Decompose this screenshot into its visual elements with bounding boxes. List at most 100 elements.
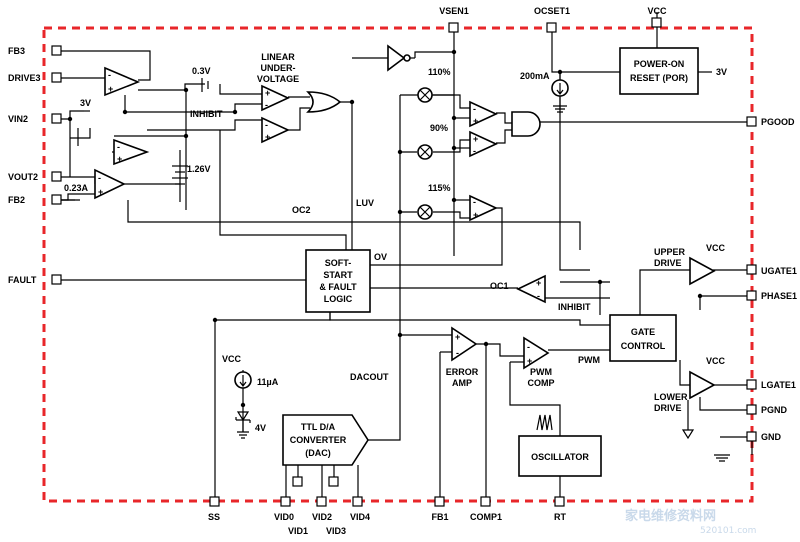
opamp-polarity-signs: - + - + - + + - - + - + + - - + + - + - … <box>98 70 541 366</box>
inverter-bubble <box>403 54 411 62</box>
luv-or-gate <box>306 91 342 113</box>
pin-vin2 <box>51 113 62 124</box>
pass-transistor <box>69 110 90 146</box>
label-oc1: OC1 <box>490 281 509 291</box>
pin-fb3 <box>51 45 62 56</box>
por-line1: POWER-ON <box>634 59 685 69</box>
label-luv: LUV <box>356 198 374 208</box>
sign: - <box>98 173 101 183</box>
sign: + <box>117 154 122 164</box>
uv-comparator-2 <box>261 116 290 144</box>
current-limit-amplifier <box>94 168 126 200</box>
ss-current-source <box>234 371 252 439</box>
label-110: 110% <box>428 67 451 77</box>
oc1-comparator <box>516 274 546 304</box>
junction-dots <box>67 49 703 408</box>
sign: - <box>117 142 120 152</box>
label-gnd: GND <box>761 432 782 442</box>
sign: - <box>265 120 268 130</box>
dac-block: TTL D/A CONVERTER (DAC) <box>282 414 369 466</box>
ss-line3: & FAULT <box>319 282 357 292</box>
sign: + <box>98 187 103 197</box>
pin-labels: FB3 DRIVE3 VIN2 VOUT2 FB2 FAULT VSEN1 OC… <box>8 6 797 536</box>
pin-lgate1 <box>746 379 757 390</box>
pwm-comparator <box>523 336 550 370</box>
pin-vcc <box>651 17 662 28</box>
dac-line1: TTL D/A <box>301 422 336 432</box>
battery-0p3v <box>201 78 209 92</box>
sign: + <box>473 116 478 126</box>
pgood-and-gate <box>511 111 541 137</box>
pin-vid0 <box>280 496 291 507</box>
label-fb1: FB1 <box>431 512 448 522</box>
label-upper: UPPER <box>654 247 686 257</box>
gc-line2: CONTROL <box>621 341 666 351</box>
label-upper-drive: DRIVE <box>654 258 682 268</box>
label-1p26v: 1.26V <box>187 164 211 174</box>
dac-line2: CONVERTER <box>290 435 347 445</box>
label-11ua: 11µA <box>257 377 279 387</box>
watermark: 家电维修资料网 520101.com <box>625 508 756 536</box>
label-fb3: FB3 <box>8 46 25 56</box>
internal-labels: LINEAR UNDER- VOLTAGE 0.3V INHIBIT 3V 1.… <box>64 52 727 433</box>
lower-driver <box>689 370 716 400</box>
upper-driver <box>689 256 716 286</box>
label-90: 90% <box>430 123 448 133</box>
label-vid3: VID3 <box>326 526 346 536</box>
label-drive3: DRIVE3 <box>8 73 41 83</box>
pgood-comparator-110 <box>469 100 498 128</box>
label-vcc-lower: VCC <box>706 356 726 366</box>
pin-fault <box>51 274 62 285</box>
label-0p23a: 0.23A <box>64 183 89 193</box>
label-pwm: PWM <box>578 355 600 365</box>
sign: - <box>108 70 111 80</box>
sign: - <box>473 197 476 207</box>
label-under: UNDER- <box>261 63 296 73</box>
pin-pgnd <box>746 404 757 415</box>
pin-vid4 <box>352 496 363 507</box>
softstart-block: SOFT- START & FAULT LOGIC <box>305 249 371 313</box>
por-line2: RESET (POR) <box>630 73 688 83</box>
pin-drive3 <box>51 72 62 83</box>
label-200ma: 200mA <box>520 71 550 81</box>
ss-line2: START <box>323 270 353 280</box>
current-source-200ma <box>551 79 569 113</box>
label-lower-drive: DRIVE <box>654 403 682 413</box>
pin-vsen1 <box>448 22 459 33</box>
label-fb2: FB2 <box>8 195 25 205</box>
pin-fb2 <box>51 194 62 205</box>
label-pgnd: PGND <box>761 405 788 415</box>
dac-line3: (DAC) <box>305 448 331 458</box>
sign: + <box>455 332 460 342</box>
pin-ocset1 <box>546 22 557 33</box>
sign: - <box>473 146 476 156</box>
label-oc2: OC2 <box>292 205 311 215</box>
label-lower: LOWER <box>654 392 688 402</box>
sign: - <box>456 348 459 358</box>
sign: - <box>527 342 530 352</box>
label-phase1: PHASE1 <box>761 291 797 301</box>
pgood-comparator-90 <box>469 130 498 158</box>
label-fault: FAULT <box>8 275 37 285</box>
label-voltage: VOLTAGE <box>257 74 299 84</box>
label-ocset1: OCSET1 <box>534 6 570 16</box>
wires <box>58 12 753 500</box>
pin-gnd <box>746 431 757 442</box>
label-dacout: DACOUT <box>350 372 389 382</box>
watermark-cn: 家电维修资料网 <box>625 508 716 524</box>
label-vid2: VID2 <box>312 512 332 522</box>
label-rt: RT <box>554 512 566 522</box>
error-amplifier <box>451 326 478 362</box>
label-vcc-upper: VCC <box>706 243 726 253</box>
label-pwm-comp-2: COMP <box>528 378 555 388</box>
vsen-buffer <box>387 44 406 72</box>
label-4v: 4V <box>255 423 266 433</box>
sign: - <box>473 104 476 114</box>
sign: + <box>265 132 270 142</box>
sawtooth-icon <box>536 414 553 431</box>
label-ugate1: UGATE1 <box>761 266 797 276</box>
vin2-amplifier <box>113 138 150 166</box>
gate-control-block: GATE CONTROL <box>609 314 677 362</box>
pin-pgood <box>746 116 757 127</box>
